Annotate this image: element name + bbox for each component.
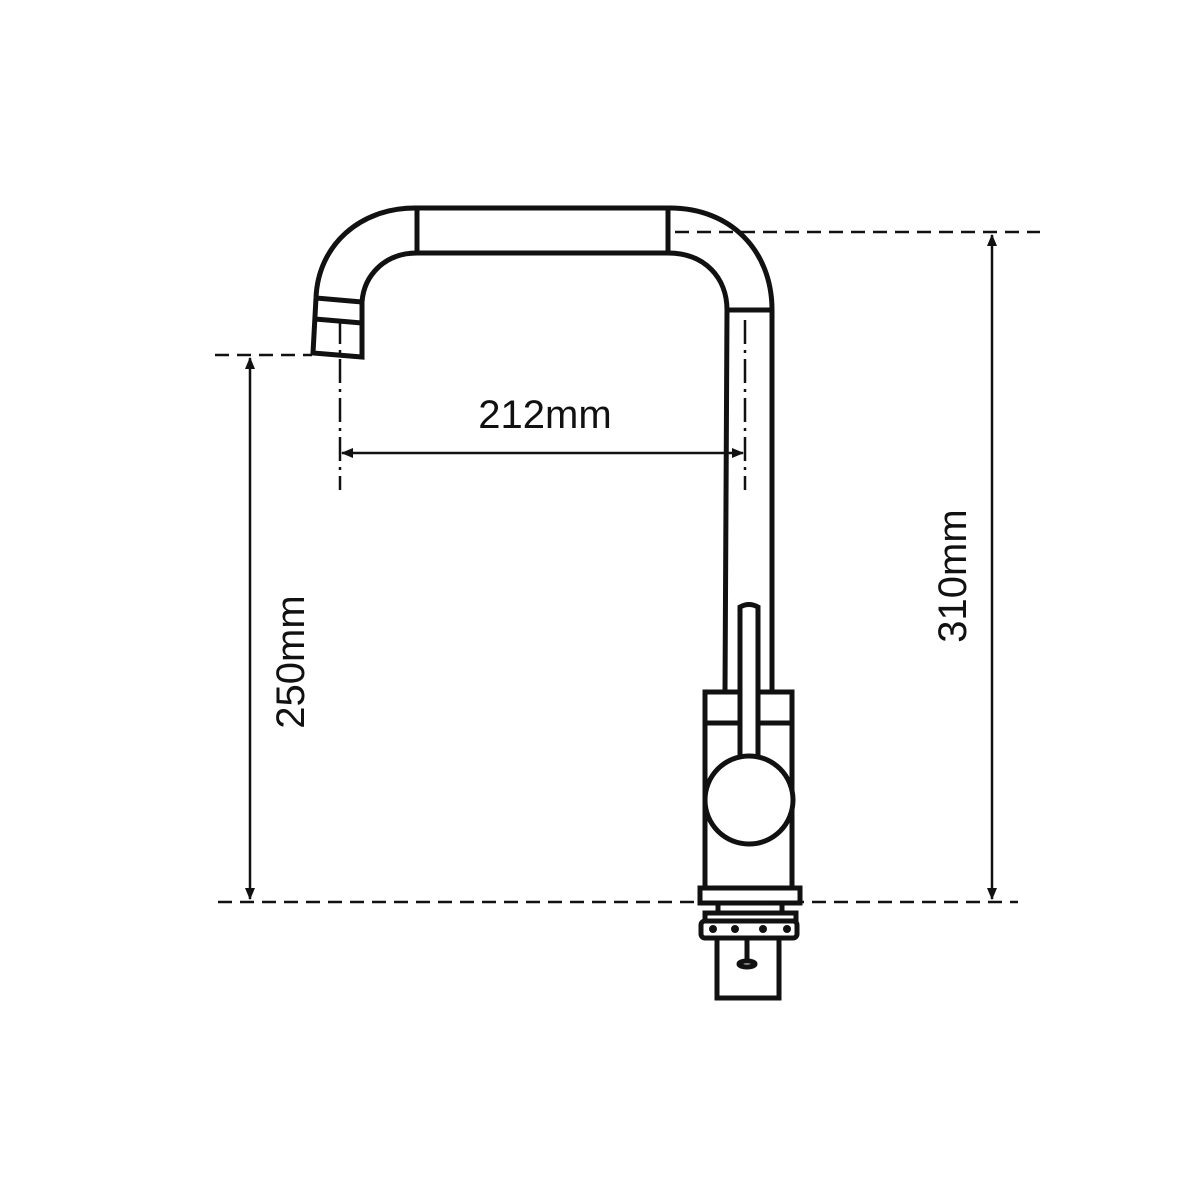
reach-label: 212mm [478, 393, 611, 437]
total-height-label: 310mm [931, 509, 975, 642]
spout-height-label: 250mm [269, 595, 313, 728]
faucet-drawing [310, 205, 803, 1001]
nozzle [310, 295, 365, 360]
base-mount [697, 885, 803, 1001]
lever-handle [702, 602, 796, 847]
nut-dots [709, 925, 791, 933]
dimension-lines [215, 230, 1040, 904]
spout [313, 205, 775, 693]
